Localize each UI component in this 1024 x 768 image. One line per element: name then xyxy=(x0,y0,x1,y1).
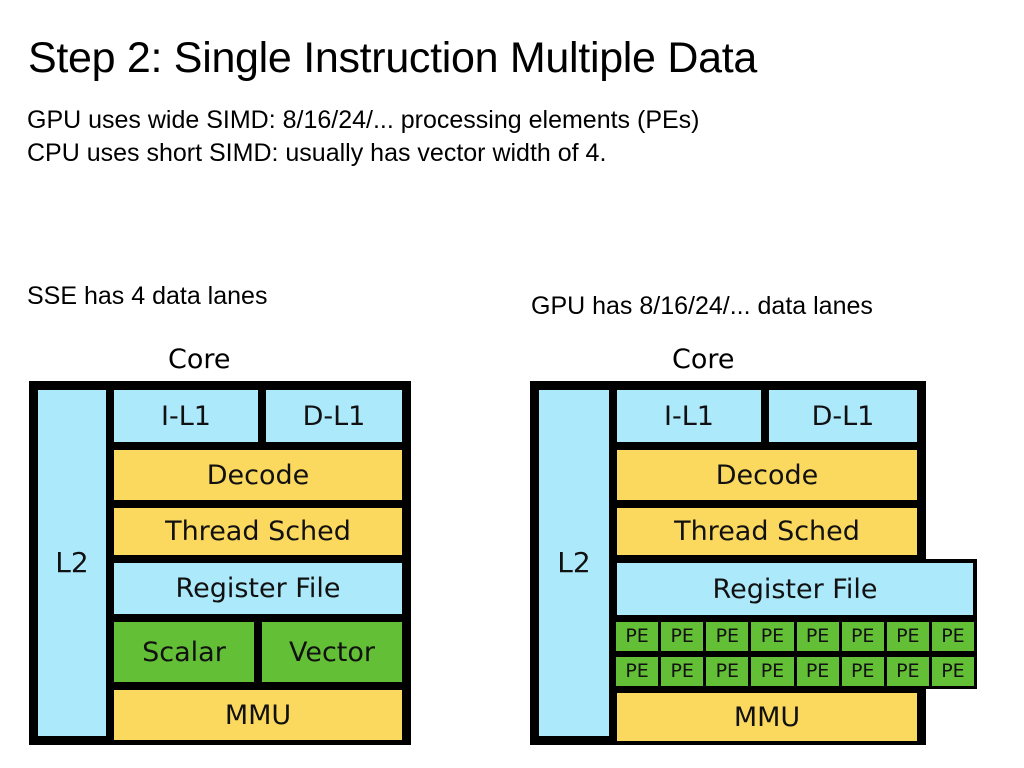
gpu-pe-cell-r1-c5[interactable]: PE xyxy=(793,619,842,654)
cpu-block-scalar[interactable]: Scalar xyxy=(110,618,258,686)
cpu-panel-caption: SSE has 4 data lanes xyxy=(27,282,268,310)
cpu-block-l2[interactable]: L2 xyxy=(34,386,110,740)
gpu-pe-cell-r2-c4[interactable]: PE xyxy=(748,654,797,689)
gpu-pe-cell-r1-c7[interactable]: PE xyxy=(883,619,932,654)
gpu-pe-cell-r2-c1[interactable]: PE xyxy=(613,654,662,689)
cpu-block-il1[interactable]: I-L1 xyxy=(110,386,262,446)
gpu-pe-cell-r2-c5[interactable]: PE xyxy=(793,654,842,689)
gpu-block-dl1[interactable]: D-L1 xyxy=(765,386,921,446)
gpu-pe-cell-r2-c7[interactable]: PE xyxy=(883,654,932,689)
gpu-pe-cell-r2-c6[interactable]: PE xyxy=(838,654,887,689)
cpu-block-vector[interactable]: Vector xyxy=(258,618,406,686)
gpu-pe-cell-r1-c8[interactable]: PE xyxy=(928,619,977,654)
gpu-block-thread-sched[interactable]: Thread Sched xyxy=(613,504,921,559)
gpu-block-decode[interactable]: Decode xyxy=(613,446,921,504)
gpu-block-il1[interactable]: I-L1 xyxy=(613,386,765,446)
gpu-block-mmu[interactable]: MMU xyxy=(613,689,921,745)
gpu-core-label: Core xyxy=(672,344,735,375)
cpu-core-label: Core xyxy=(168,344,231,375)
gpu-pe-cell-r2-c8[interactable]: PE xyxy=(928,654,977,689)
page-title: Step 2: Single Instruction Multiple Data xyxy=(28,34,757,82)
gpu-pe-cell-r2-c3[interactable]: PE xyxy=(703,654,752,689)
cpu-block-decode[interactable]: Decode xyxy=(110,446,406,504)
gpu-pe-cell-r1-c6[interactable]: PE xyxy=(838,619,887,654)
subtitle-block: GPU uses wide SIMD: 8/16/24/... processi… xyxy=(27,104,700,170)
gpu-pe-cell-r1-c1[interactable]: PE xyxy=(613,619,662,654)
gpu-pe-cell-r1-c4[interactable]: PE xyxy=(748,619,797,654)
cpu-block-register-file[interactable]: Register File xyxy=(110,559,406,618)
cpu-block-thread-sched[interactable]: Thread Sched xyxy=(110,504,406,559)
subtitle-line-gpu: GPU uses wide SIMD: 8/16/24/... processi… xyxy=(27,106,700,134)
gpu-block-l2[interactable]: L2 xyxy=(535,386,613,740)
gpu-pe-cell-r2-c2[interactable]: PE xyxy=(658,654,707,689)
cpu-block-dl1[interactable]: D-L1 xyxy=(262,386,406,446)
gpu-block-register-file[interactable]: Register File xyxy=(613,559,977,619)
gpu-pe-cell-r1-c3[interactable]: PE xyxy=(703,619,752,654)
subtitle-line-cpu: CPU uses short SIMD: usually has vector … xyxy=(27,139,607,167)
gpu-panel-caption: GPU has 8/16/24/... data lanes xyxy=(531,292,873,320)
gpu-pe-cell-r1-c2[interactable]: PE xyxy=(658,619,707,654)
cpu-block-mmu[interactable]: MMU xyxy=(110,686,406,744)
